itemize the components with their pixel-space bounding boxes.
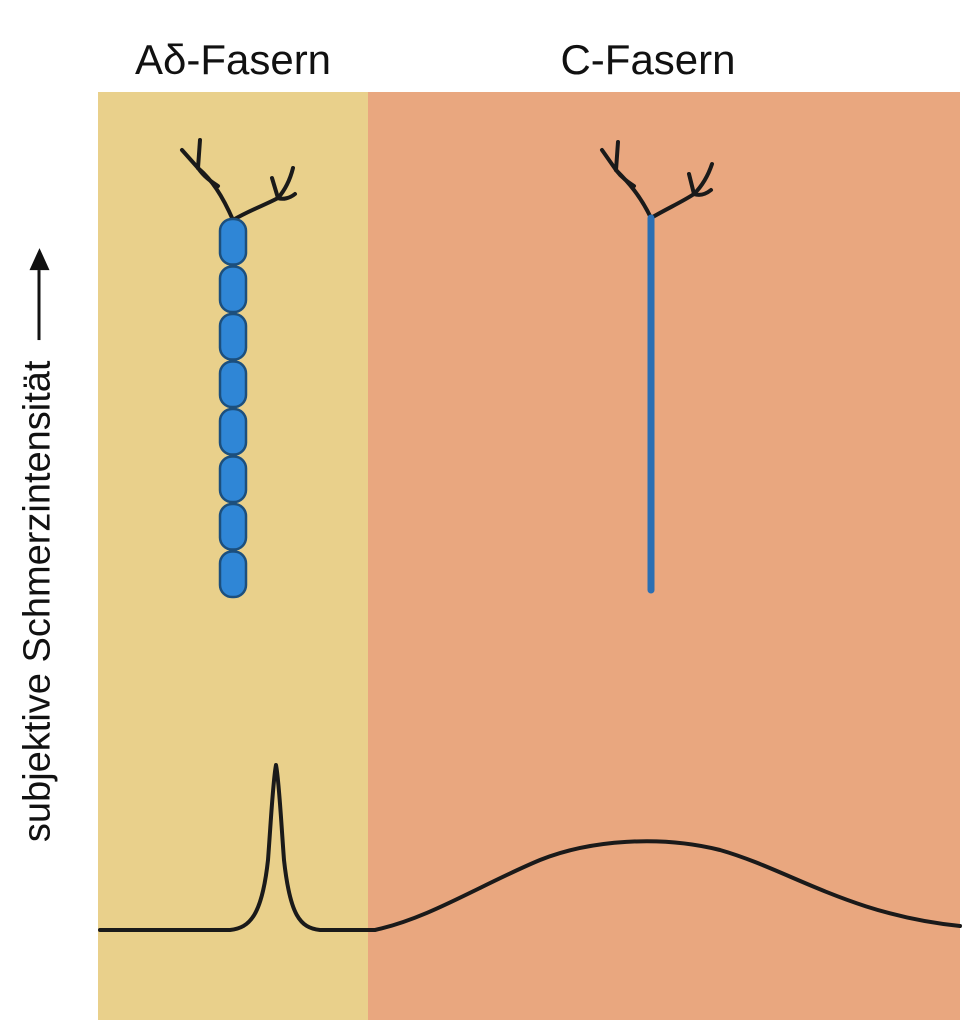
myelin-segment bbox=[218, 217, 248, 266]
adelta-myelinated-axon bbox=[218, 217, 248, 599]
c-fibers-label: C-Fasern bbox=[560, 36, 736, 83]
adelta-nerve-ending-icon bbox=[180, 138, 297, 222]
adelta-fibers-label: Aδ-Fasern bbox=[134, 36, 332, 83]
c-region-background bbox=[368, 92, 960, 1020]
myelin-segment bbox=[218, 455, 248, 504]
myelin-segment bbox=[218, 265, 248, 314]
myelin-segment bbox=[218, 407, 248, 456]
myelin-segment bbox=[218, 502, 248, 551]
c-nerve-ending-icon bbox=[600, 140, 714, 220]
myelin-segment bbox=[218, 550, 248, 599]
pain-intensity-curve bbox=[98, 763, 962, 932]
myelin-segment bbox=[218, 312, 248, 361]
myelin-segment bbox=[218, 360, 248, 409]
